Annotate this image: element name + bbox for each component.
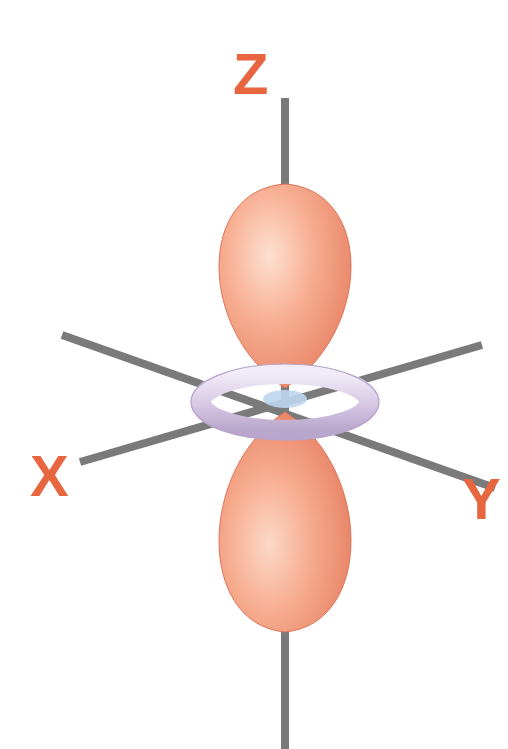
upper-lobe [219,184,351,388]
axis-lines [62,98,495,749]
torus-edge [191,364,379,440]
center-glow [263,390,307,408]
axis-label: Z [233,45,268,103]
axis-label: X [30,447,69,505]
torus-ring [201,374,369,430]
lower-lobe [219,412,351,632]
axis-label: Y [462,470,501,528]
